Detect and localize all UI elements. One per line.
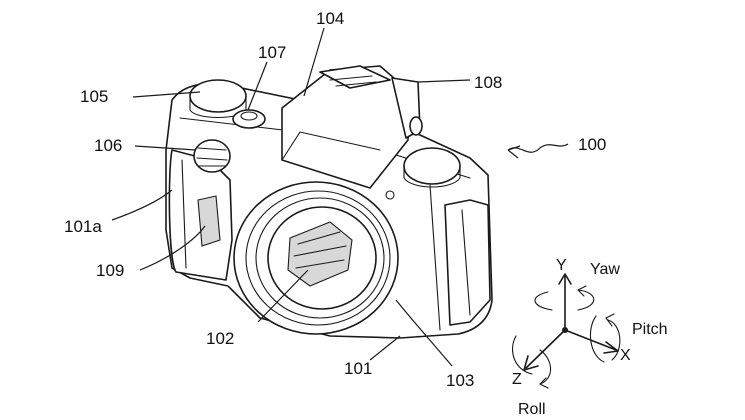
label-105: 105 — [80, 87, 108, 106]
label-102: 102 — [206, 329, 234, 348]
roll-label: Roll — [518, 401, 546, 418]
label-104: 104 — [316, 9, 344, 28]
shutter-button[interactable] — [232, 109, 266, 129]
label-100: 100 — [578, 135, 606, 154]
label-108: 108 — [474, 73, 502, 92]
front-dial[interactable] — [193, 139, 231, 173]
yaw-label: Yaw — [590, 261, 620, 278]
label-101a: 101a — [64, 217, 102, 236]
label-106: 106 — [94, 136, 122, 155]
axis-z-label: Z — [512, 371, 522, 388]
axis-x-label: X — [620, 347, 631, 364]
label-103: 103 — [446, 371, 474, 390]
label-101: 101 — [344, 359, 372, 378]
camera-body-drawing — [165, 65, 493, 339]
axis-triad: Y Yaw Pitch X Z Roll — [512, 257, 668, 418]
side-door — [444, 199, 491, 326]
leader-lines — [111, 27, 569, 367]
axis-origin — [562, 327, 568, 333]
rear-dial[interactable] — [403, 147, 461, 185]
grip-sensor — [197, 195, 221, 247]
pitch-label: Pitch — [632, 321, 668, 338]
mode-dial[interactable] — [189, 79, 247, 113]
label-107: 107 — [258, 43, 286, 62]
axis-y-label: Y — [556, 257, 567, 274]
label-109: 109 — [96, 261, 124, 280]
